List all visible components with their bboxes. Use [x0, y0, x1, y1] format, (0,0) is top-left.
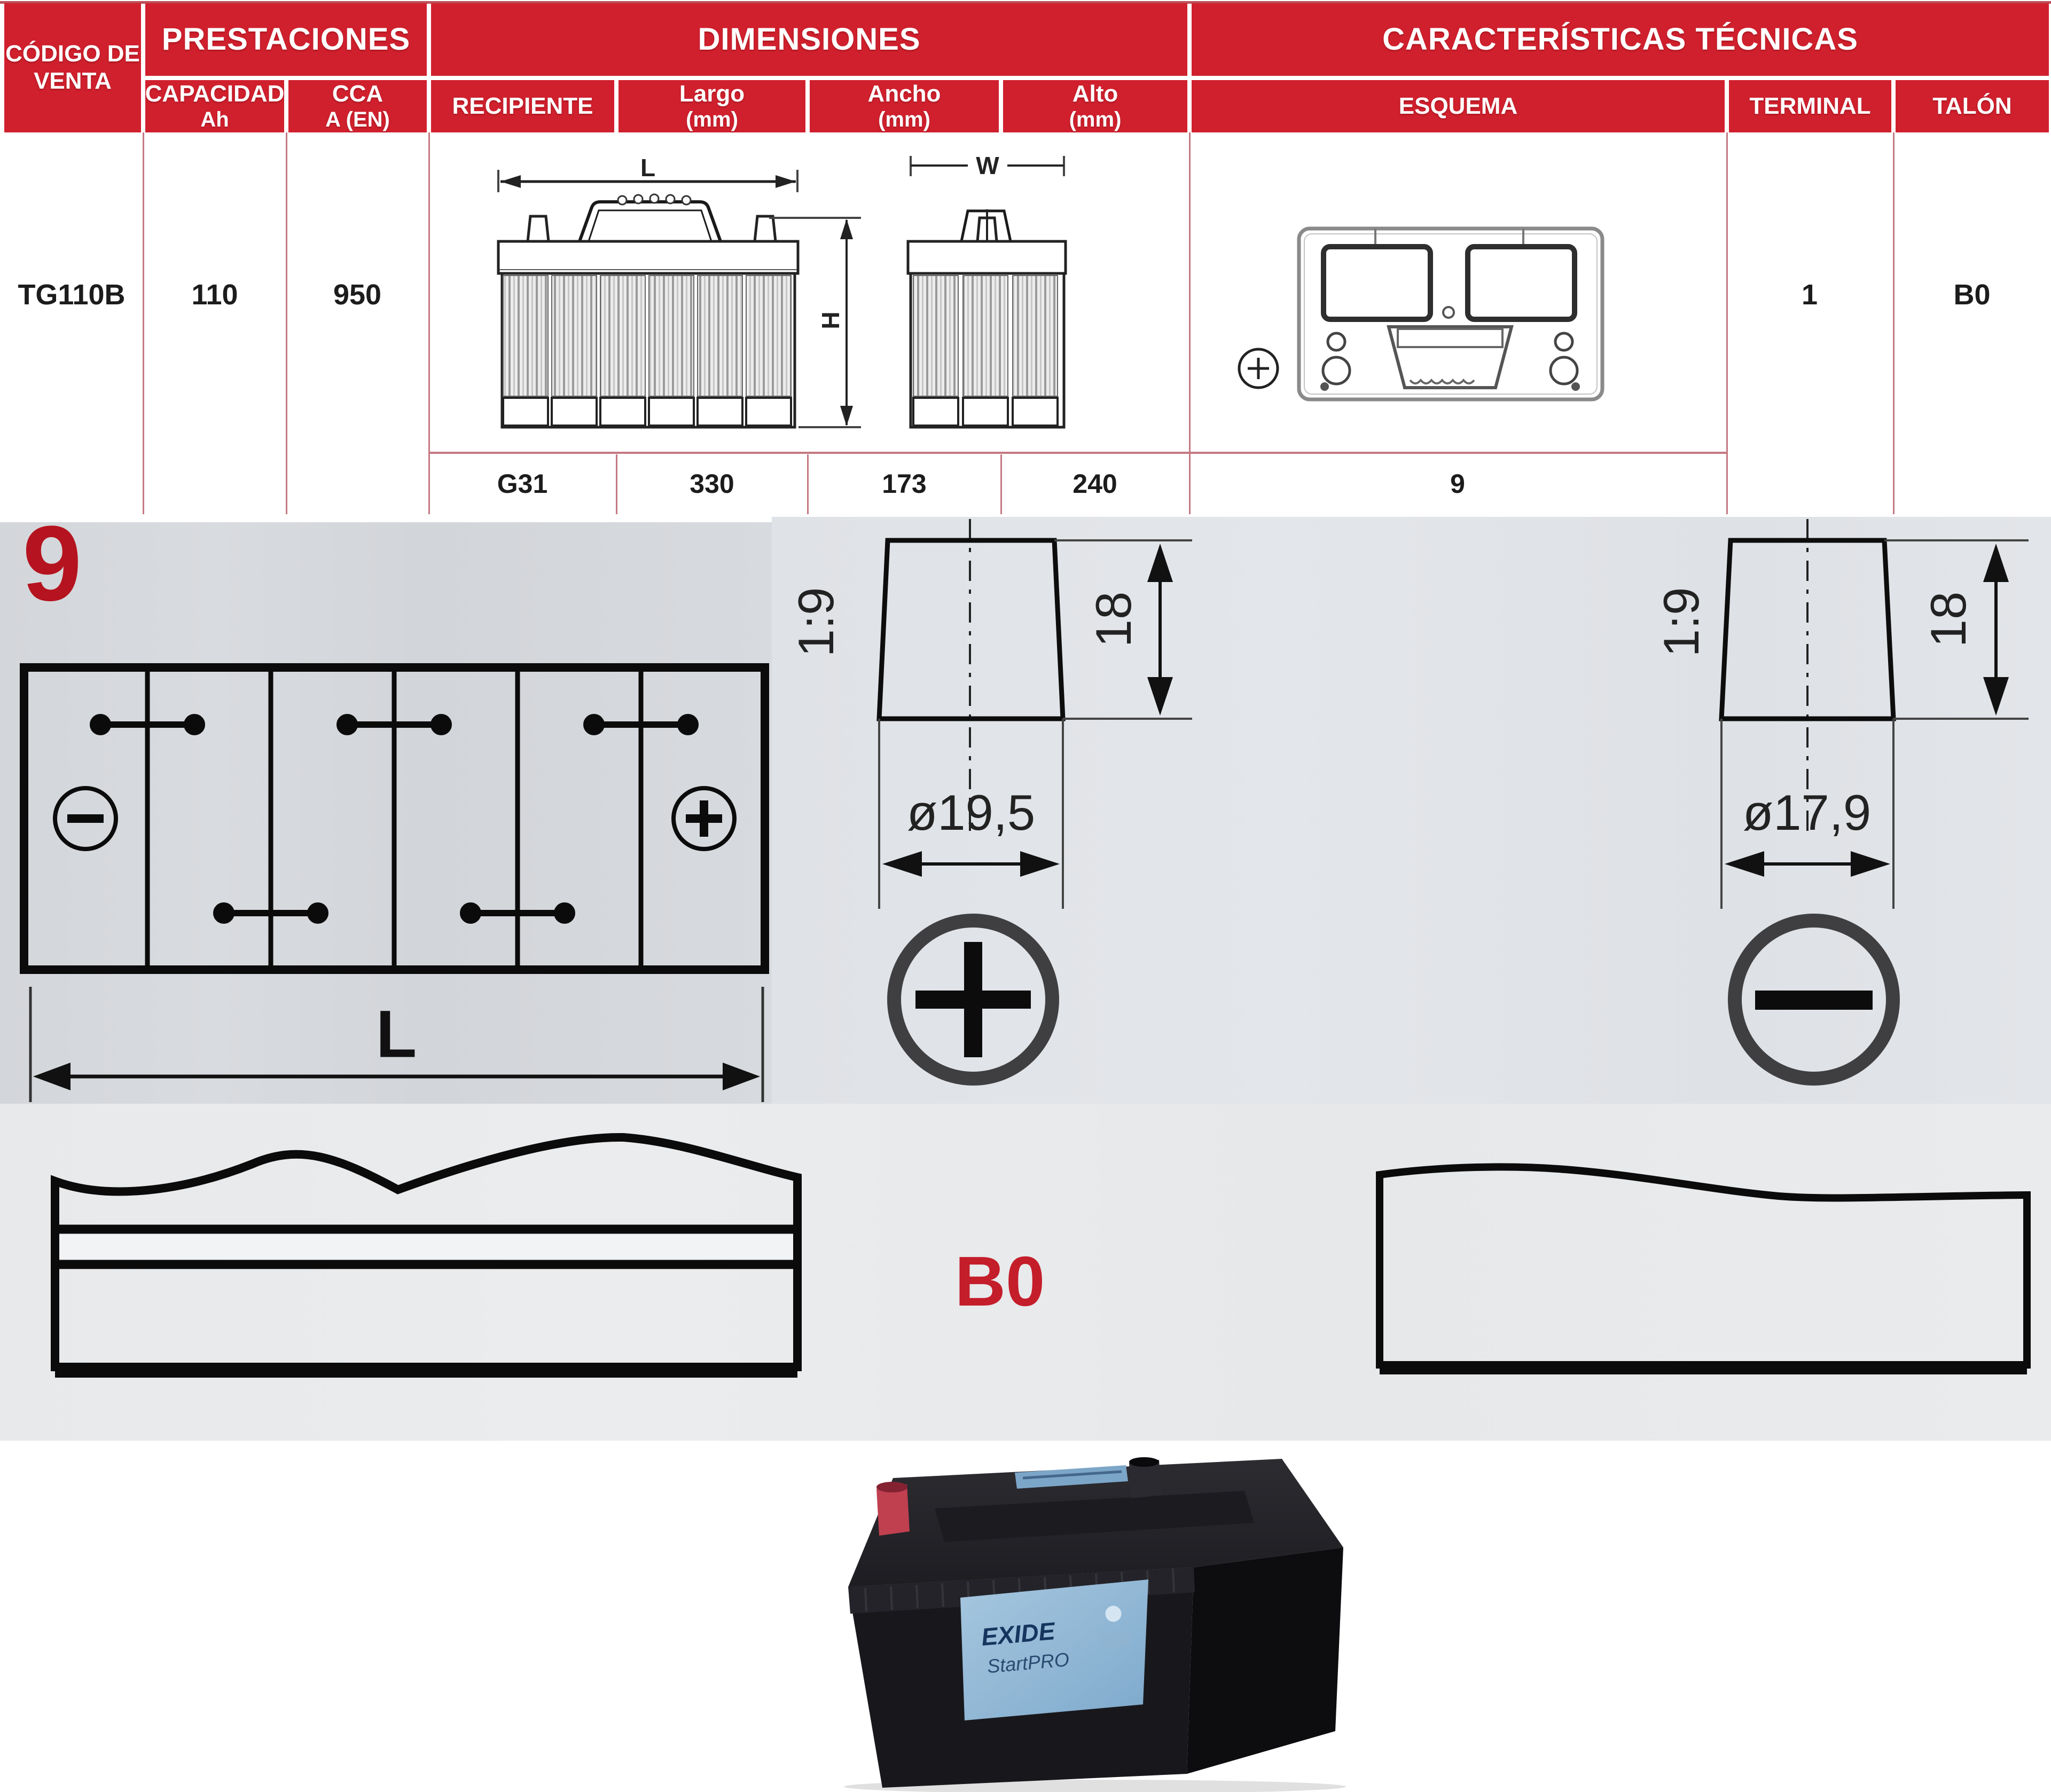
- grid-line: [143, 132, 144, 514]
- battery-photo: EXIDE StartPRO: [844, 1457, 1346, 1792]
- negative-diameter-label: ø17,9: [1742, 784, 1872, 840]
- header-alto: Alto (mm): [1003, 80, 1187, 132]
- side-feet: [912, 397, 1059, 427]
- esquema-top-view-drawing: [1238, 226, 1604, 402]
- value-largo: 330: [690, 469, 734, 499]
- battery-negative-post: [1129, 1457, 1161, 1498]
- header-largo: Largo (mm): [619, 80, 805, 132]
- length-dim-label: L: [640, 154, 655, 182]
- col-unit: A (EN): [325, 108, 390, 132]
- positive-taper-label: 1:9: [788, 587, 844, 657]
- grid-line: [1726, 132, 1728, 514]
- header-codigo-line1: CÓDIGO DE: [5, 41, 140, 67]
- cell-dividers: [145, 672, 644, 965]
- grid-line: [616, 454, 617, 514]
- minus-terminal-icon: [53, 786, 118, 851]
- grid-line: [428, 452, 1728, 454]
- col-label: Ancho: [867, 80, 941, 107]
- group-label: DIMENSIONES: [698, 21, 921, 57]
- battery-side-face: [1187, 1547, 1343, 1774]
- value-ancho: 173: [882, 469, 927, 499]
- grid-line: [807, 454, 809, 514]
- group-label: CARACTERÍSTICAS TÉCNICAS: [1382, 21, 1858, 57]
- col-label: RECIPIENTE: [452, 92, 593, 119]
- header-talon: TALÓN: [1896, 80, 2049, 132]
- col-label: TERMINAL: [1749, 92, 1871, 119]
- battery-top-recess: [935, 1491, 1254, 1542]
- header-codigo-de-venta: CÓDIGO DE VENTA: [4, 3, 141, 132]
- schematic-code: 9: [22, 504, 82, 623]
- grid-line: [286, 132, 287, 514]
- plus-sign-icon: [887, 914, 1059, 1086]
- col-label: CAPACIDAD: [145, 80, 285, 107]
- terminal-drawings: [876, 519, 2029, 1086]
- value-alto: 240: [1073, 469, 1117, 499]
- battery-top-sticker: [1015, 1465, 1128, 1489]
- battery-dimension-drawing: L: [497, 152, 1067, 429]
- header-capacidad: CAPACIDAD Ah: [145, 80, 284, 132]
- col-label: CCA: [332, 80, 383, 107]
- front-feet: [502, 397, 792, 427]
- plus-terminal-marker-icon: [1238, 348, 1279, 389]
- header-ancho: Ancho (mm): [810, 80, 999, 132]
- battery-label-text: EXIDE StartPRO: [980, 1606, 1131, 1677]
- length-dimension: [29, 987, 764, 1102]
- positive-height-label: 18: [1085, 591, 1141, 648]
- value-recipiente: G31: [497, 469, 548, 499]
- value-esquema: 9: [1450, 469, 1465, 499]
- side-cells: [913, 275, 1058, 397]
- grid-line: [428, 132, 430, 514]
- col-unit: (mm): [686, 108, 738, 132]
- base-code-label: B0: [954, 1242, 1045, 1321]
- negative-taper-label: 1:9: [1653, 587, 1709, 657]
- schematic-length-label: L: [375, 997, 417, 1072]
- minus-sign-icon: [1728, 914, 1900, 1086]
- value-terminal: 1: [1801, 279, 1818, 311]
- top-red-strip: [0, 1, 2051, 4]
- col-label: TALÓN: [1932, 92, 2012, 119]
- col-label: ESQUEMA: [1398, 92, 1518, 119]
- cell-layout-schematic: [20, 663, 769, 1102]
- plus-terminal-icon: [671, 786, 737, 851]
- grid-line: [1893, 132, 1895, 514]
- grid-line: [1189, 132, 1191, 514]
- col-unit: (mm): [1069, 108, 1122, 132]
- cell-connectors: [90, 714, 699, 924]
- group-label: PRESTACIONES: [161, 21, 411, 57]
- negative-height-label: 18: [1920, 591, 1976, 648]
- front-cells: [503, 275, 792, 397]
- header-codigo-line2: VENTA: [34, 68, 112, 94]
- col-label: Alto: [1072, 80, 1118, 107]
- value-capacidad: 110: [191, 279, 238, 311]
- width-dim-label: W: [976, 152, 999, 179]
- col-unit: Ah: [200, 108, 229, 132]
- col-label: Largo: [679, 80, 745, 107]
- header-cca: CCA A (EN): [288, 80, 427, 132]
- battery-front-label: [960, 1579, 1148, 1720]
- value-cca: 950: [333, 279, 382, 311]
- grid-line: [1000, 454, 1002, 514]
- header-recipiente: RECIPIENTE: [431, 80, 614, 132]
- height-dim-label: H: [817, 311, 844, 329]
- battery-brand: EXIDE: [980, 1617, 1056, 1651]
- header-terminal: TERMINAL: [1729, 80, 1891, 132]
- value-codigo: TG110B: [18, 279, 126, 311]
- positive-terminal-drawing: [876, 519, 1192, 1086]
- header-esquema: ESQUEMA: [1192, 80, 1725, 132]
- base-profile-drawings: [51, 1133, 2031, 1378]
- battery-rib-band: [848, 1567, 1195, 1614]
- negative-terminal-drawing: [1719, 519, 2029, 1086]
- value-talon: B0: [1953, 279, 1991, 311]
- header-group-prestaciones: PRESTACIONES: [145, 3, 427, 76]
- header-group-caracteristicas: CARACTERÍSTICAS TÉCNICAS: [1192, 3, 2049, 76]
- base-profile-right-drawing: [1376, 1163, 2031, 1374]
- base-profile-left-drawing: [51, 1133, 802, 1378]
- battery-positive-post: [876, 1482, 910, 1536]
- header-group-dimensiones: DIMENSIONES: [431, 3, 1187, 76]
- col-unit: (mm): [878, 108, 930, 132]
- positive-diameter-label: ø19,5: [906, 784, 1036, 840]
